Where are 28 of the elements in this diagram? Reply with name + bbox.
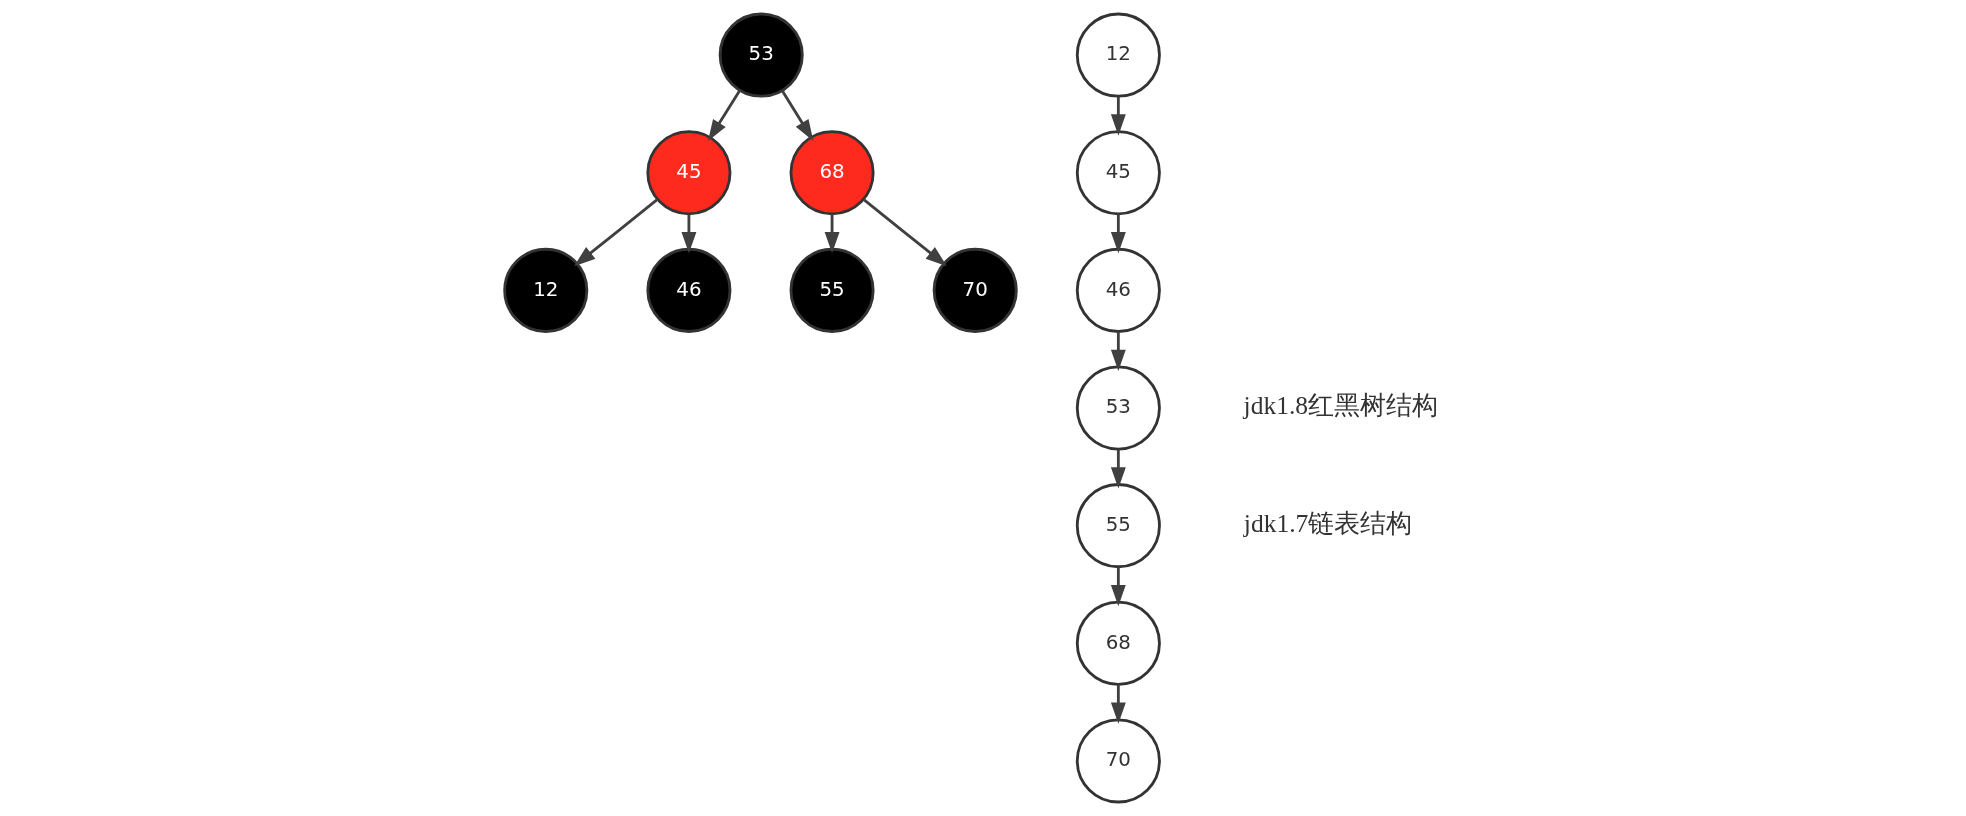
node-circle: 53 [718, 12, 804, 98]
label: jdk1.7链表结构 [1243, 508, 1413, 538]
node-circle: 46 [1075, 247, 1161, 333]
arrow [862, 198, 947, 267]
node-circle: 45 [1075, 130, 1161, 216]
node-circle: 68 [789, 130, 875, 216]
node-circle: 68 [1075, 600, 1161, 686]
label: jdk1.8红黑树结构 [1243, 391, 1439, 421]
node-circle: 53 [1075, 365, 1161, 451]
node-circle: 46 [646, 247, 732, 333]
arrow [1110, 567, 1126, 607]
node-circle: 12 [1075, 12, 1161, 98]
arrow [824, 214, 840, 254]
arrow [1110, 684, 1126, 724]
node-circle: 45 [646, 130, 732, 216]
node-circle: 70 [932, 247, 1018, 333]
arrow [1110, 449, 1126, 489]
node-circle: 55 [789, 247, 875, 333]
arrow [708, 89, 742, 141]
arrow [1110, 331, 1126, 371]
arrow [781, 90, 814, 141]
node-circle: 12 [503, 247, 589, 333]
arrow [681, 214, 697, 254]
node-circle: 55 [1075, 483, 1161, 569]
arrow [574, 198, 659, 267]
arrow [1110, 96, 1126, 136]
arrow [1110, 214, 1126, 254]
node-circle: 70 [1075, 718, 1161, 804]
